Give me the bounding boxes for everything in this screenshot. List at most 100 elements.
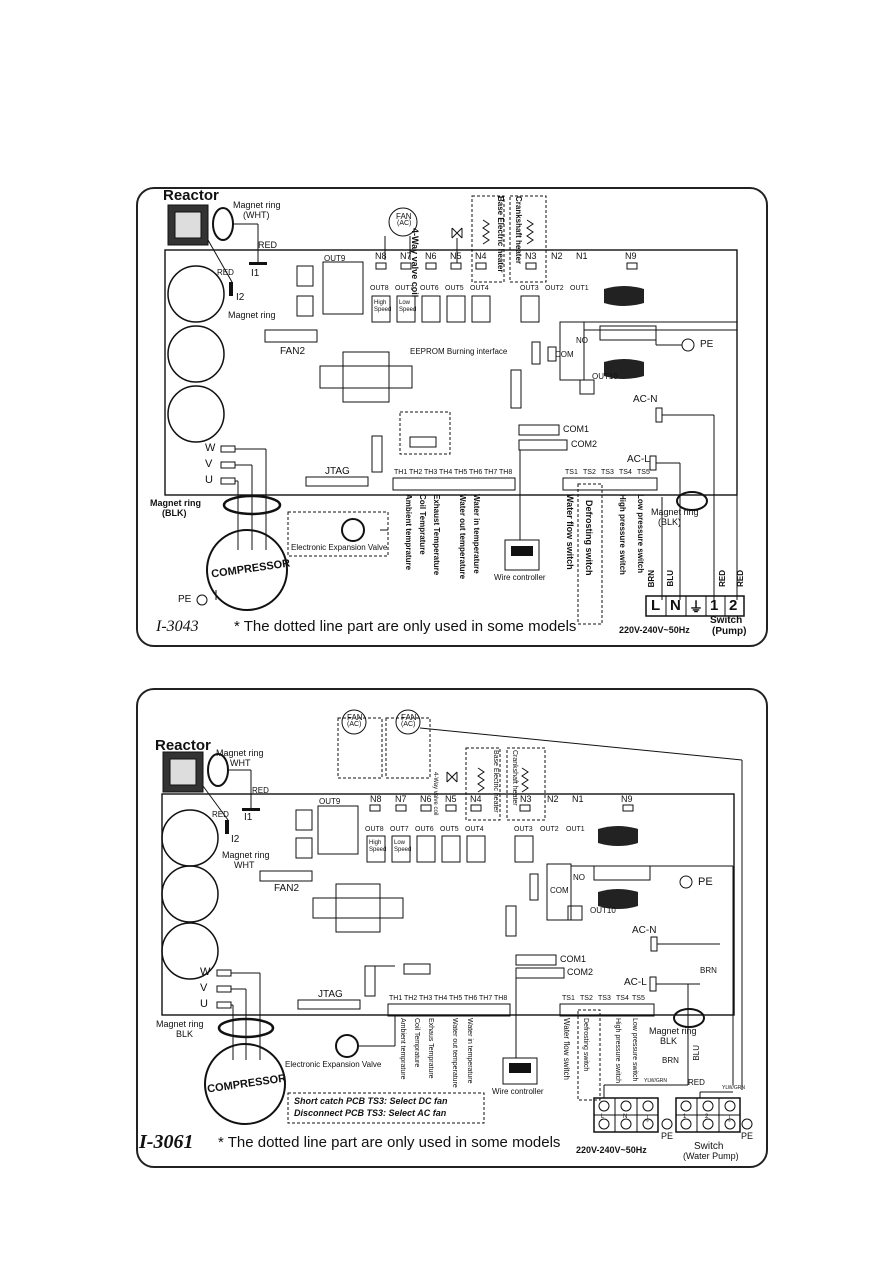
n4-label: N4 [470,794,482,804]
fan-ac-label: (AC) [397,220,412,227]
n3-label: N3 [520,794,532,804]
term-wire-blu: BLU [692,1045,701,1061]
i2-label: I2 [231,834,240,845]
pump-terminal-2: 2 [705,1114,709,1120]
n5-label: N5 [445,794,457,804]
pe-terminal-label-1: PE [661,1131,674,1141]
th2-label: TH2 [409,469,423,476]
fan-label-1: FAN [347,713,363,722]
out9-label: OUT9 [319,797,341,806]
com-label: COM [555,350,574,359]
sensor-ambient: Ambient temprature [399,1018,406,1080]
magnet-ring-mid-color: WHT [234,860,255,870]
no-label: NO [576,336,588,345]
eev-label: Electronic Expansion Valve [291,543,388,552]
th7-label: TH7 [479,995,493,1002]
magnet-ring-label: Magnet ring [233,200,281,210]
switch-low-pressure: Low pressure switch [636,494,645,574]
ac-n-label: AC-N [632,925,657,936]
th8-label: TH8 [499,469,513,476]
n8-label: N8 [375,251,387,261]
magnet-ring-bottom-color: BLK [176,1029,194,1039]
ts5-label: TS5 [637,469,650,476]
eev-label: Electronic Expansion Valve [285,1060,382,1069]
low-speed-label: Low Speed [399,300,417,313]
term-wire-yg-2: YLW/GRN [722,1085,745,1091]
ac-l-label: AC-L [624,977,647,988]
term-wire-red-1: RED [718,570,727,587]
u-label: U [200,998,208,1010]
u-label: U [205,474,213,486]
out2-label: OUT2 [545,285,564,292]
base-heater-label: Base Electric heater [492,750,499,813]
four-way-label: 4-Way valve coil [432,772,438,816]
th4-label: TH4 [434,995,448,1002]
switch-sub-label: (Pump) [712,626,747,637]
red-wire-label: RED [258,240,278,250]
th3-label: TH3 [424,469,438,476]
magnet-ring-right-color: (BLK) [658,517,682,527]
terminal-n: N [623,1114,628,1120]
th1-label: TH1 [394,469,408,476]
n6-label: N6 [420,794,432,804]
jtag-label: JTAG [325,466,350,477]
fan-label-2: FAN [401,713,417,722]
v-label: V [200,982,208,994]
th7-label: TH7 [484,469,498,476]
terminal-1: 1 [710,597,719,614]
diagram-id: I-3061 [139,1131,194,1153]
crankshaft-heater-label: Crankshaft heater [511,750,518,806]
term-wire-brn: BRN [647,570,656,588]
sensor-ambient: Ambient temprature [404,494,413,571]
ts4-label: TS4 [619,469,632,476]
th4-label: TH4 [439,469,453,476]
red-wire-label: RED [217,268,234,277]
switch-label: Switch [694,1141,724,1152]
dotted-note: * The dotted line part are only used in … [218,1134,561,1151]
th8-label: TH8 [494,995,508,1002]
magnet-ring-label: Magnet ring [216,748,264,758]
magnet-ring-bottom-label: Magnet ring [156,1019,204,1029]
magnet-ring-bottom-color: (BLK) [162,508,187,518]
out4-label: OUT4 [470,285,489,292]
n7-label: N7 [400,251,412,261]
out8-label: OUT8 [365,826,384,833]
v-label: V [205,458,213,470]
magnet-ring-mid-label: Magnet ring [222,850,270,860]
magnet-ring-right-label: Magnet ring [651,507,699,517]
magnet-ring-right-color: BLK [660,1036,678,1046]
th3-label: TH3 [419,995,433,1002]
n1-label: N1 [576,251,588,261]
switch-label: Switch [710,615,743,626]
out4-label: OUT4 [465,826,484,833]
pump-terminal-1: 1 [683,1114,687,1120]
switch-defrost: Defrosting switch [584,500,594,576]
switch-sub-label: (Water Pump) [683,1151,739,1161]
sensor-water-out: Water out temperature [458,494,467,580]
out9-label: OUT9 [324,254,346,263]
pe-terminal-label-2: PE [741,1131,754,1141]
ts5-label: TS5 [632,995,645,1002]
sensor-water-out: Water out temperature [451,1018,458,1088]
com2-label: COM2 [567,967,594,977]
term-wire-brn: BRN [662,1056,679,1065]
reactor-label: Reactor [163,187,219,204]
th5-label: TH5 [449,995,463,1002]
ts2-label: TS2 [580,995,593,1002]
crankshaft-heater-label: Crankshaft heater [514,196,523,265]
sensor-coil: Coil Temprature [418,494,427,555]
fan-label: FAN [396,212,412,221]
w-label: W [200,966,211,978]
out7-label: OUT7 [390,826,409,833]
out5-label: OUT5 [440,826,459,833]
pe-compressor-label: PE [178,594,192,605]
supply-label: 220V-240V~50Hz [576,1145,647,1155]
ac-l-label: AC-L [627,454,650,465]
th6-label: TH6 [464,995,478,1002]
terminal-ground: ⏚ [644,1116,651,1123]
switch-high-pressure: High pressure switch [618,494,627,575]
no-label: NO [573,873,585,882]
terminal-l: L [651,597,661,614]
diagram-id: I-3043 [156,618,199,635]
terminal-2: 2 [729,597,738,614]
